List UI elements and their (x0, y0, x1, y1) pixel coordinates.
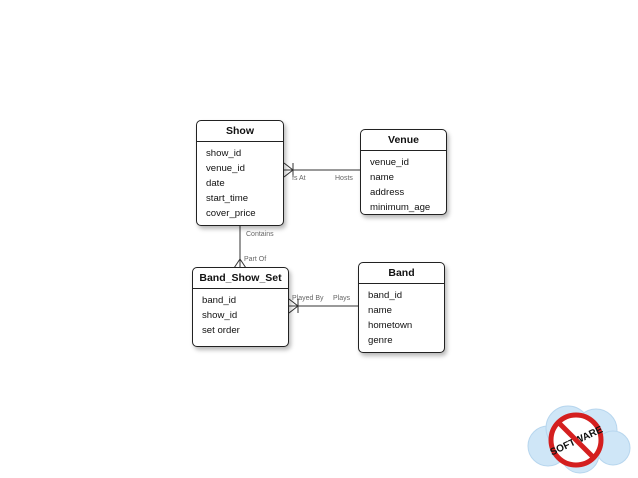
attribute: name (368, 305, 392, 316)
attribute: address (370, 187, 405, 198)
attribute: venue_id (370, 157, 409, 168)
entity-band-show-set[interactable]: Band_Show_Set band_id show_id set order (192, 267, 289, 347)
attribute: hometown (368, 320, 413, 331)
attribute: band_id (368, 290, 403, 301)
attribute: venue_id (206, 163, 245, 174)
entity-title: Band (359, 263, 444, 284)
rel-label-part-of: Part Of (244, 256, 267, 263)
entity-show[interactable]: Show show_id venue_id date start_time co… (196, 120, 284, 226)
rel-label-hosts: Hosts (335, 175, 353, 182)
attribute: genre (368, 335, 393, 346)
rel-label-played-by: Played By (292, 295, 324, 302)
entity-title: Band_Show_Set (193, 268, 288, 289)
entity-venue[interactable]: Venue venue_id name address minimum_age (360, 129, 447, 215)
attribute: set order (202, 325, 240, 336)
prohibition-slash (557, 421, 595, 459)
attribute: band_id (202, 295, 237, 306)
attribute: show_id (202, 310, 238, 321)
attribute: name (370, 172, 394, 183)
no-software-logo: SOFTWARE (527, 405, 631, 474)
entity-title: Venue (361, 130, 446, 151)
attribute: cover_price (206, 208, 256, 219)
crowsfoot-show-set (233, 258, 247, 269)
attribute: minimum_age (370, 202, 431, 213)
attribute: date (206, 178, 225, 189)
attribute: show_id (206, 148, 242, 159)
entity-band[interactable]: Band band_id name hometown genre (358, 262, 445, 353)
rel-label-plays: Plays (333, 295, 351, 302)
entity-title: Show (197, 121, 283, 142)
crowsfoot-show-venue (283, 162, 294, 178)
crowsfoot-set-band (288, 298, 299, 314)
rel-label-contains: Contains (246, 231, 274, 238)
attribute: start_time (206, 193, 249, 204)
rel-label-is-at: Is At (292, 175, 306, 182)
